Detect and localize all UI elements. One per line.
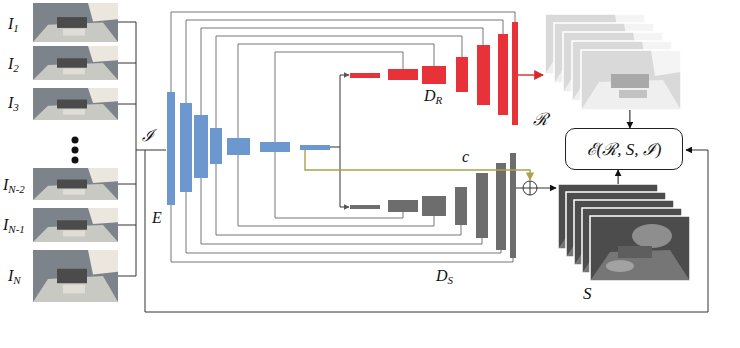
energy-box: ℰ(ℛ, S, ℐ) xyxy=(565,128,683,170)
image-index: I2 xyxy=(8,56,19,74)
input-frame xyxy=(33,46,118,80)
input-symbol: ℐ xyxy=(142,128,154,144)
frame-border xyxy=(581,50,681,110)
ellipsis-dot xyxy=(72,157,79,164)
shading-wire xyxy=(516,188,523,189)
reflectance-output: ℛ xyxy=(545,14,683,110)
shading-output-arrow xyxy=(537,188,556,189)
skip-connections xyxy=(171,152,513,262)
input-frame xyxy=(33,168,118,200)
reflectance-output-arrow xyxy=(518,74,543,75)
decoder-layer xyxy=(496,163,506,250)
decoder-layer xyxy=(388,200,418,212)
input-frame xyxy=(33,208,118,242)
input-frame xyxy=(33,250,118,302)
decoder-layer xyxy=(498,34,508,115)
input-bracket xyxy=(118,22,166,276)
image-index: IN-2 xyxy=(3,177,25,195)
branch-arrow xyxy=(340,207,349,208)
input-frame xyxy=(33,88,118,120)
reflectance-stack xyxy=(545,14,681,110)
image-index: IN xyxy=(8,268,21,286)
skip-connections xyxy=(171,12,515,142)
encoder-bars xyxy=(167,92,330,205)
encoder-layer xyxy=(227,138,250,155)
sum-symbol xyxy=(523,181,537,195)
connector-arrow xyxy=(618,170,619,184)
decoder-layer xyxy=(456,57,468,92)
decoder-layer xyxy=(388,69,418,80)
encoder-layer xyxy=(167,92,175,205)
image-index: I3 xyxy=(8,95,19,113)
input-frame xyxy=(33,3,118,42)
image-index: I1 xyxy=(8,16,19,34)
shading-stack xyxy=(558,184,690,281)
decoder-label: DR xyxy=(424,88,442,106)
encoder-layer xyxy=(300,145,330,150)
branch-wire xyxy=(330,75,340,207)
decoder-layer xyxy=(350,205,380,209)
decoder-layer xyxy=(350,73,380,78)
encoder-layer xyxy=(180,103,192,192)
decoder-label: DS xyxy=(436,268,453,286)
encoder-layer xyxy=(194,115,208,178)
ellipsis-dot xyxy=(72,147,79,154)
sum-symbol xyxy=(523,181,537,195)
energy-text: ℰ(ℛ, S, ℐ) xyxy=(587,141,662,158)
decoder-layer xyxy=(512,22,518,125)
output-label: ℛ xyxy=(533,111,548,128)
shading-output: S xyxy=(558,184,692,282)
output-frame xyxy=(581,50,681,110)
input-images xyxy=(33,3,118,302)
decoder-layer xyxy=(477,45,490,105)
connector-arrow xyxy=(629,110,630,128)
feedback-wire xyxy=(145,150,708,312)
branch-arrow xyxy=(340,75,349,76)
output-label: S xyxy=(583,285,592,302)
decoder-layer xyxy=(455,187,467,225)
decoder-layer xyxy=(476,173,488,238)
encoder-layer xyxy=(210,128,222,164)
constant-wire xyxy=(305,150,530,180)
image-index: IN-1 xyxy=(3,217,25,235)
decoder-layer xyxy=(422,66,446,84)
shading-decoder xyxy=(350,153,516,258)
encoder-layer xyxy=(260,142,290,152)
encoder-label: E xyxy=(152,210,162,226)
ellipsis-dot xyxy=(72,137,79,144)
output-frame xyxy=(590,216,690,281)
latent-label: c xyxy=(462,149,469,165)
decoder-layer xyxy=(510,153,516,258)
frame-border xyxy=(590,216,690,281)
reflectance-decoder xyxy=(350,22,518,125)
decoder-layer xyxy=(422,196,446,216)
